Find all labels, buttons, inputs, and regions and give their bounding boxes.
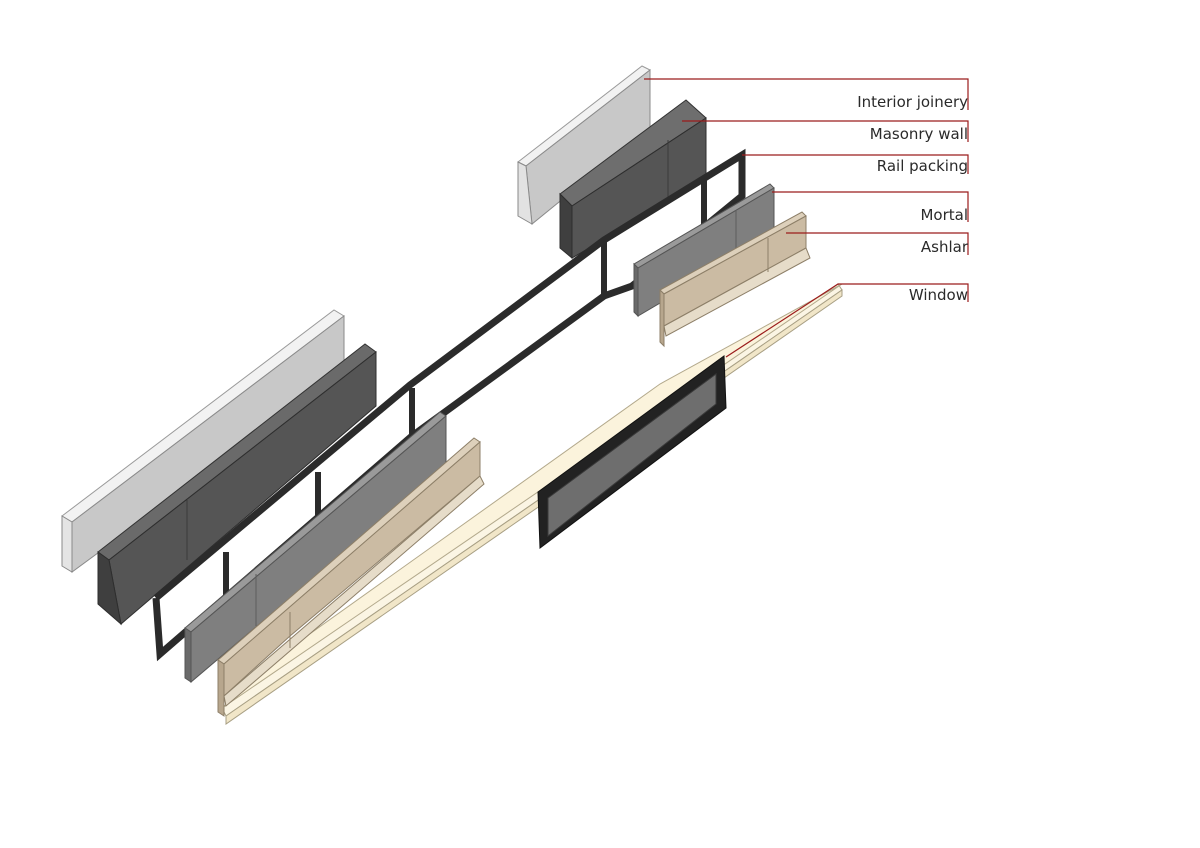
- window-unit: [537, 355, 727, 549]
- leader-lines: [644, 78, 969, 358]
- label-window: Window: [908, 286, 968, 304]
- masonry-wall-block-left: [97, 343, 377, 626]
- label-rail-packing: Rail packing: [876, 157, 968, 175]
- label-mortal: Mortal: [920, 206, 968, 224]
- label-ashlar: Ashlar: [920, 238, 968, 256]
- leader-interior-joinery: [644, 78, 969, 110]
- label-masonry-wall: Masonry wall: [869, 125, 968, 143]
- leader-ashlar: [786, 232, 969, 255]
- ashlar-stone-left: [217, 437, 485, 717]
- interior-joinery-panel-left: [61, 309, 345, 573]
- leader-mortal: [772, 191, 969, 222]
- ashlar-stone-right: [659, 211, 811, 348]
- masonry-wall-block-right: [559, 99, 707, 260]
- mortal-panel-left: [184, 411, 447, 684]
- leader-window: [725, 283, 969, 358]
- leader-masonry-wall: [682, 120, 969, 142]
- leader-rail-packing: [742, 154, 969, 174]
- label-interior-joinery: Interior joinery: [857, 93, 968, 111]
